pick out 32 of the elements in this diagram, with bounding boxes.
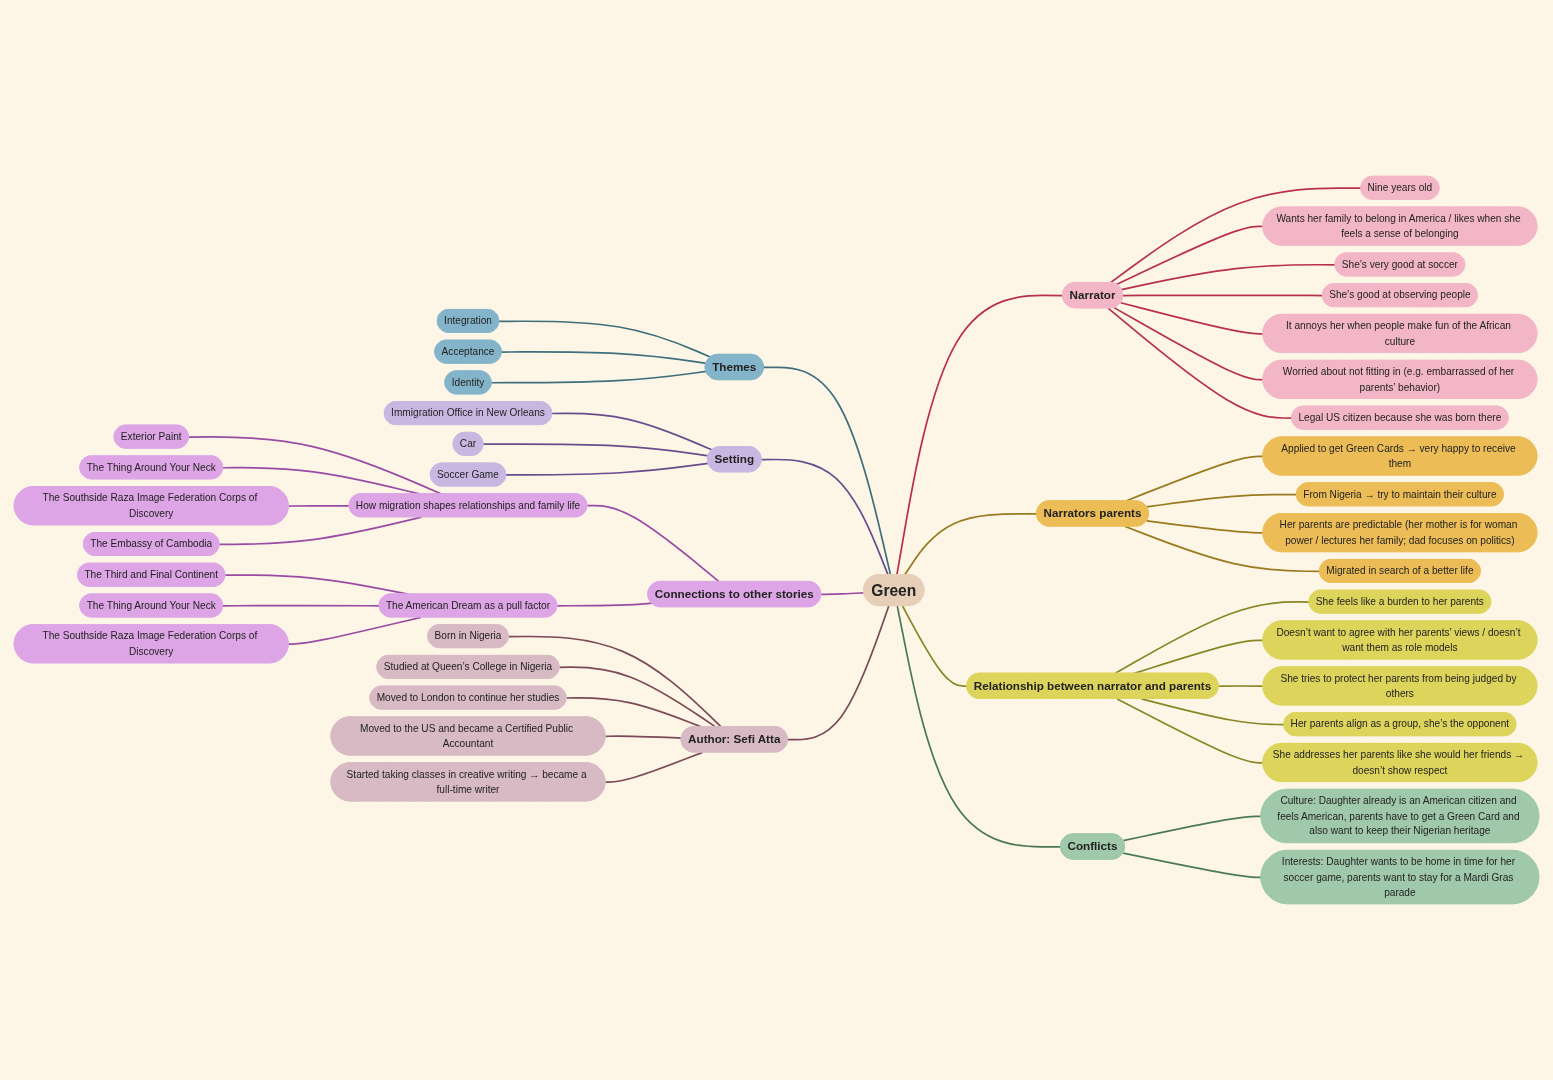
connector <box>1122 852 1263 879</box>
connector <box>1120 263 1337 291</box>
connector <box>287 504 351 507</box>
connector <box>586 504 721 583</box>
connector <box>604 751 704 784</box>
connector <box>218 516 423 546</box>
connector <box>558 666 717 728</box>
connector <box>604 735 683 739</box>
connector <box>1122 294 1324 297</box>
connector <box>507 635 723 728</box>
connector <box>490 370 708 384</box>
connector <box>1145 493 1298 508</box>
connector <box>1122 815 1263 842</box>
connector <box>896 605 1062 848</box>
connector <box>556 602 653 607</box>
connector <box>500 351 708 365</box>
connector <box>222 604 381 607</box>
connector <box>505 462 710 476</box>
connector <box>1114 601 1311 675</box>
connector <box>903 512 1038 576</box>
connector <box>1140 698 1286 726</box>
connector <box>482 443 710 457</box>
connector <box>1124 525 1321 573</box>
connector <box>896 294 1064 576</box>
connector <box>498 320 712 359</box>
connector <box>1107 307 1293 419</box>
connector <box>762 366 892 576</box>
connector <box>760 458 889 576</box>
connector <box>901 605 969 688</box>
connector <box>287 616 422 645</box>
connector <box>786 605 890 741</box>
connector <box>820 591 865 596</box>
